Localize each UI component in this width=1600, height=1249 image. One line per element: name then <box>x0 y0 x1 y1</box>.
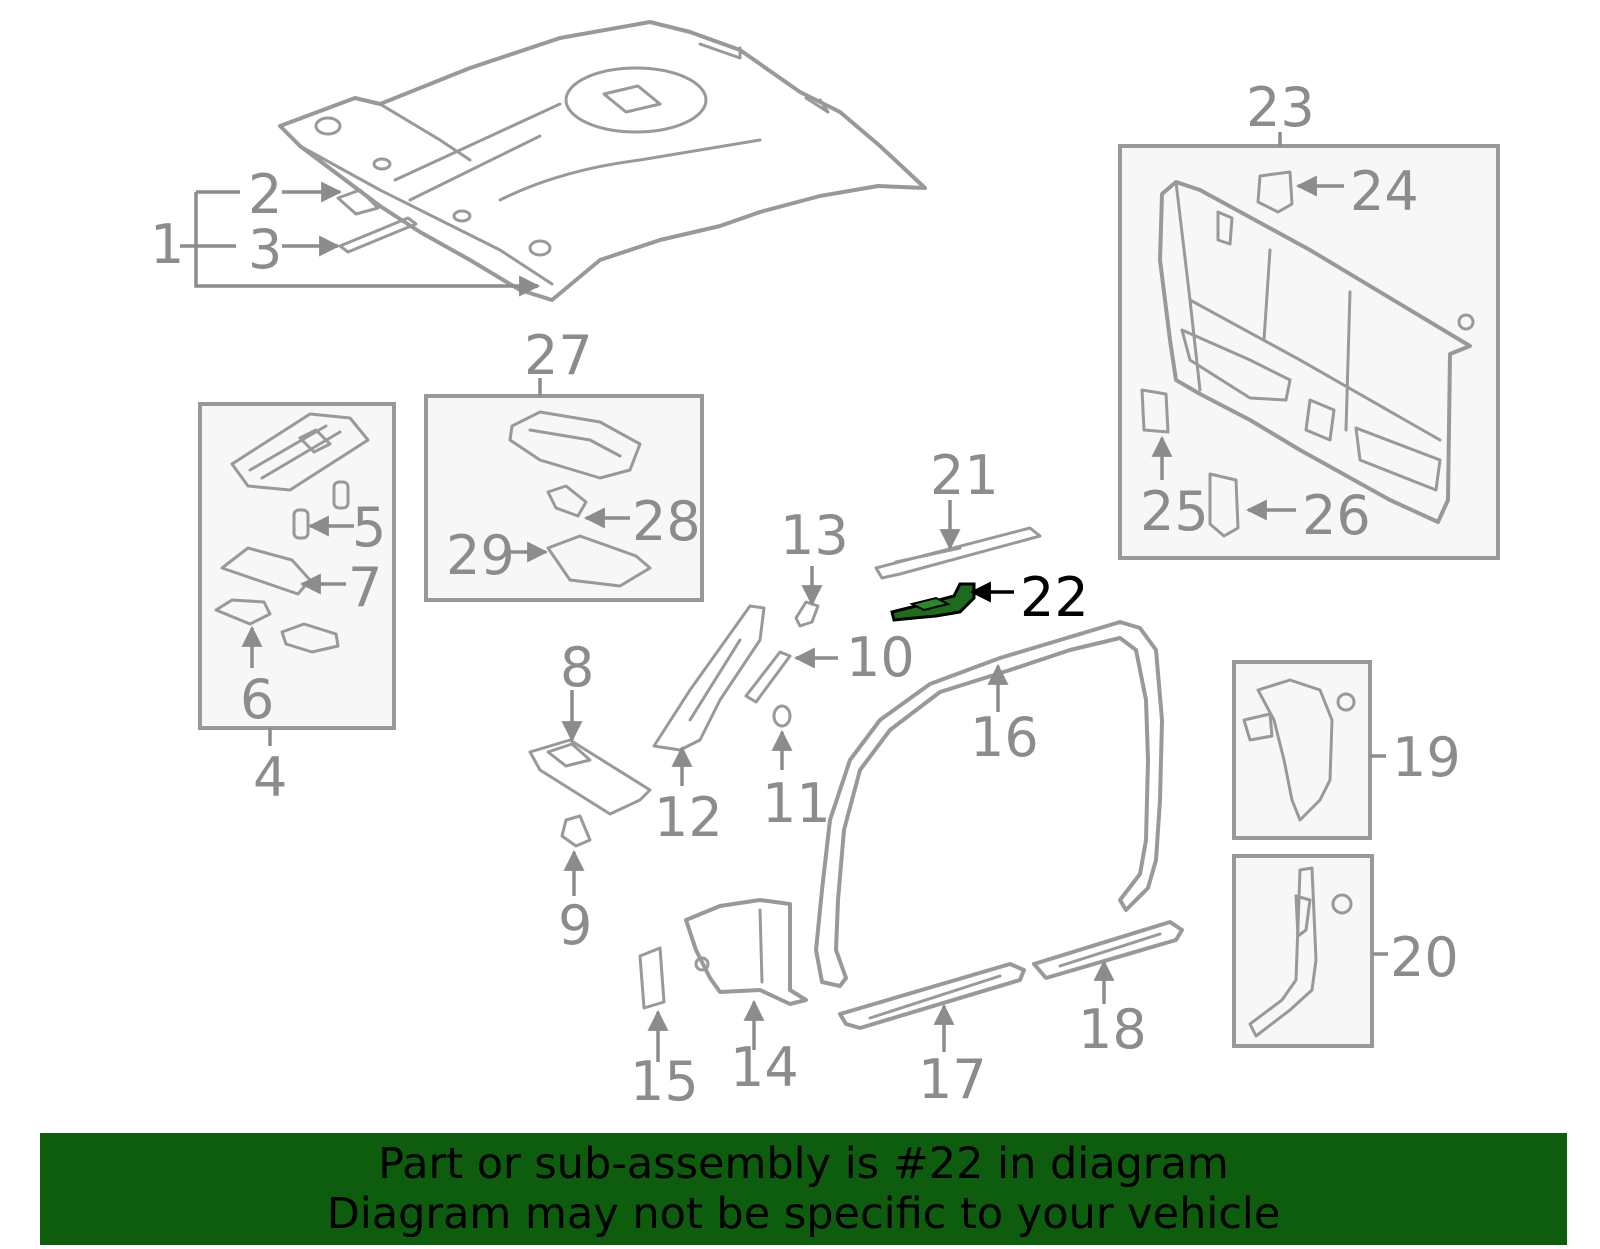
bulb-part-28[interactable] <box>546 484 630 529</box>
callout-1: 1 <box>150 213 184 276</box>
callout-25: 25 <box>1140 480 1209 543</box>
callout-11: 11 <box>762 772 831 835</box>
callout-17: 17 <box>918 1048 987 1111</box>
handle-part-10[interactable] <box>744 647 838 704</box>
callout-2: 2 <box>248 163 282 226</box>
console-part-27[interactable] <box>508 410 642 480</box>
lens-part-29[interactable] <box>506 534 652 588</box>
pillar-part-20[interactable] <box>1248 866 1353 1038</box>
cover-part-6[interactable] <box>214 598 340 668</box>
callout-13: 13 <box>780 504 849 567</box>
notice-line-1: Part or sub-assembly is #22 in diagram <box>378 1139 1229 1189</box>
callout-15: 15 <box>630 1050 699 1113</box>
holder-part-9[interactable] <box>560 814 592 896</box>
callout-3: 3 <box>248 218 282 281</box>
callout-labels: 1 2 3 4 5 6 7 8 9 10 11 12 13 14 15 16 1… <box>150 76 1461 1113</box>
callout-21: 21 <box>930 444 999 507</box>
notice-line-2: Diagram may not be specific to your vehi… <box>326 1189 1281 1239</box>
lens-part-7[interactable] <box>220 546 346 596</box>
callout-4: 4 <box>253 746 287 809</box>
callout-5: 5 <box>352 496 386 559</box>
pillar-box-20 <box>1232 854 1388 1048</box>
bulb-part-5[interactable] <box>292 480 354 540</box>
callout-14: 14 <box>730 1036 799 1099</box>
callout-26: 26 <box>1302 484 1371 547</box>
callout-12: 12 <box>654 786 723 849</box>
clip-part-11[interactable] <box>771 704 793 770</box>
bracket-part-15[interactable] <box>638 946 669 1062</box>
cap-part-13[interactable] <box>794 566 823 628</box>
callout-27: 27 <box>524 324 593 387</box>
sill-part-17[interactable] <box>838 962 1026 1052</box>
back-panel-part-23[interactable] <box>1158 180 1475 524</box>
pillar-box-19 <box>1232 660 1386 840</box>
sill-part-18[interactable] <box>1032 920 1184 1004</box>
seal-part-2[interactable] <box>336 188 380 216</box>
highlighted-part-22[interactable] <box>890 581 1014 622</box>
strip-part-3[interactable] <box>338 216 418 254</box>
clip-part-24[interactable] <box>1256 170 1344 214</box>
callout-18: 18 <box>1078 998 1147 1061</box>
cover-part-25[interactable] <box>1140 388 1173 480</box>
weatherstrip-part-16[interactable] <box>814 620 1164 988</box>
console-box-27 <box>424 378 704 602</box>
callout-24: 24 <box>1350 160 1419 223</box>
callout-8: 8 <box>560 636 594 699</box>
callout-10: 10 <box>846 626 915 689</box>
visor-part-8[interactable] <box>528 690 652 816</box>
headliner-part-1[interactable] <box>278 20 927 302</box>
kick-panel-part-14[interactable] <box>684 898 808 1050</box>
trim-part-21[interactable] <box>874 500 1042 580</box>
bracket-part-26[interactable] <box>1208 472 1296 538</box>
callout-6: 6 <box>240 668 274 731</box>
callout-29: 29 <box>446 524 515 587</box>
callout-19: 19 <box>1392 726 1461 789</box>
callout-22: 22 <box>1020 566 1089 629</box>
callout-28: 28 <box>632 490 701 553</box>
pillar-part-12[interactable] <box>652 604 766 786</box>
callout-16: 16 <box>970 706 1039 769</box>
callout-9: 9 <box>558 894 592 957</box>
pillar-part-19[interactable] <box>1242 678 1356 822</box>
callout-23: 23 <box>1246 76 1315 139</box>
bracket-group-1 <box>180 181 541 297</box>
notice-banner: Part or sub-assembly is #22 in diagram D… <box>40 1133 1567 1245</box>
callout-7: 7 <box>348 556 382 619</box>
callout-20: 20 <box>1390 926 1459 989</box>
lamp-part-4[interactable] <box>230 412 370 492</box>
